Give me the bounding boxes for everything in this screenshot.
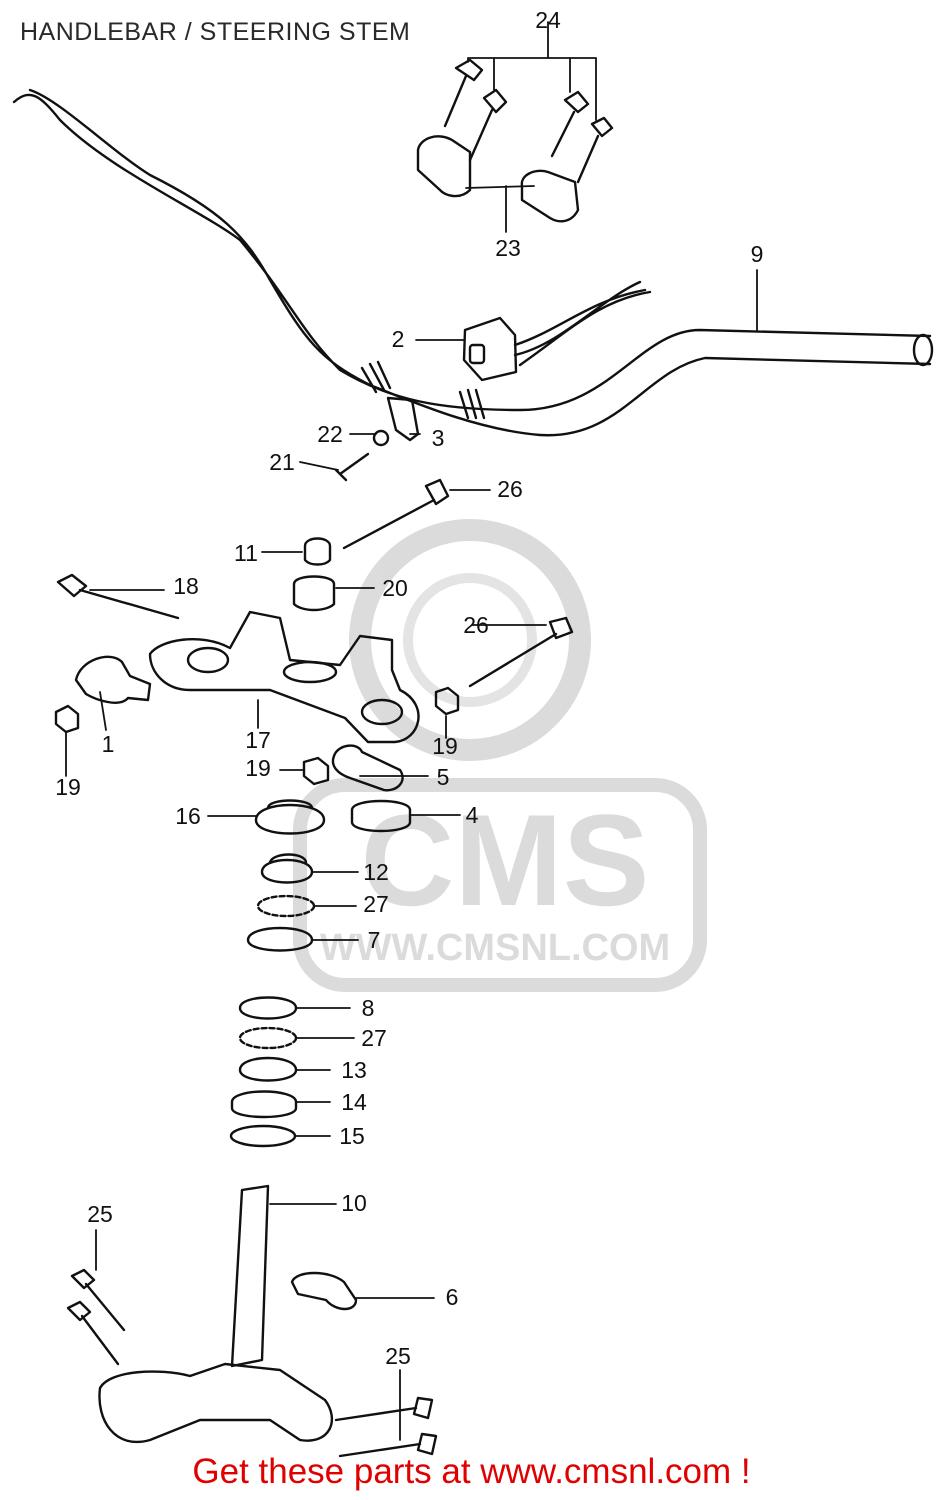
cable-bracket — [386, 396, 420, 442]
stopper-plate — [331, 744, 404, 792]
nut — [434, 686, 460, 716]
pinch-bolt — [70, 1268, 126, 1332]
holder-bolt — [443, 58, 484, 128]
stem-bolt-upper — [342, 478, 450, 550]
handlebar-clamp-band — [360, 360, 392, 394]
callout-25-left: 25 — [87, 1201, 113, 1227]
callout-9: 9 — [751, 241, 764, 267]
callout-21: 21 — [269, 449, 295, 475]
watermark: CMS WWW.CMSNL.COM — [293, 519, 707, 992]
holder-bolt — [576, 116, 614, 184]
steel-balls-27-lower — [238, 1026, 298, 1050]
top-bridge-hole — [282, 660, 338, 684]
callout-13: 13 — [341, 1057, 367, 1083]
nut — [54, 704, 80, 734]
top-bridge-hole — [360, 698, 404, 726]
callout-17: 17 — [245, 727, 271, 753]
callout-24: 24 — [535, 7, 561, 33]
pinch-bolt — [66, 1300, 120, 1366]
callout-4: 4 — [466, 802, 479, 828]
callout-12: 12 — [363, 859, 389, 885]
handlebar — [12, 88, 932, 437]
stem-bolt-right — [468, 616, 574, 688]
holder-bolt — [550, 90, 590, 158]
upper-holder-left — [416, 135, 472, 198]
callout-6: 6 — [446, 1284, 459, 1310]
dust-seal-16 — [254, 799, 326, 835]
callout-27-upper: 27 — [363, 891, 389, 917]
callout-16: 16 — [175, 803, 201, 829]
long-bolt — [56, 573, 180, 620]
nut — [302, 756, 330, 786]
cap-nut — [303, 537, 332, 566]
pinch-bolt — [338, 1432, 438, 1458]
handlebar-end — [912, 333, 934, 367]
pinch-bolt — [334, 1396, 434, 1422]
leader-lines — [65, 21, 758, 1441]
steering-lock — [290, 1271, 358, 1311]
bottom-bridge — [98, 1362, 334, 1443]
callout-10: 10 — [341, 1190, 367, 1216]
callout-14: 14 — [341, 1089, 367, 1115]
handlebar-clamp-band — [458, 388, 486, 420]
callout-7: 7 — [368, 927, 381, 953]
page-title: HANDLEBAR / STEERING STEM — [20, 18, 411, 46]
promo-link[interactable]: Get these parts at www.cmsnl.com ! — [192, 1452, 751, 1491]
callout-27-lower: 27 — [361, 1025, 387, 1051]
race-13 — [238, 1056, 298, 1082]
callout-8: 8 — [362, 995, 375, 1021]
race-8 — [238, 996, 298, 1020]
cable-guide — [74, 655, 152, 704]
washer-15 — [229, 1124, 297, 1148]
collar — [292, 575, 336, 612]
seal-14 — [230, 1090, 298, 1119]
callout-26-upper: 26 — [497, 476, 523, 502]
callout-2: 2 — [392, 326, 405, 352]
callout-18: 18 — [173, 573, 199, 599]
handlebar-switch — [462, 280, 652, 382]
callout-19-center: 19 — [245, 755, 271, 781]
top-bridge — [148, 610, 420, 744]
callout-1: 1 — [102, 731, 115, 757]
callout-19-left: 19 — [55, 774, 81, 800]
callout-25-right: 25 — [385, 1343, 411, 1369]
bracket-nut — [372, 429, 390, 447]
top-bridge-hole — [186, 646, 230, 674]
watermark-url: WWW.CMSNL.COM — [320, 927, 670, 969]
callout-26-right: 26 — [463, 612, 489, 638]
callout-20: 20 — [382, 575, 408, 601]
callout-11: 11 — [234, 540, 258, 566]
callout-3: 3 — [432, 425, 445, 451]
upper-holder-right — [520, 169, 580, 223]
steering-stem — [230, 1184, 270, 1368]
holder-bolt — [468, 88, 508, 162]
callout-23: 23 — [495, 235, 521, 261]
callout-19-right: 19 — [432, 733, 458, 759]
callout-5: 5 — [437, 764, 450, 790]
callout-22: 22 — [317, 421, 343, 447]
bracket-bolt — [334, 452, 370, 482]
watermark-logo: CMS — [361, 787, 650, 933]
race-4 — [350, 799, 412, 833]
callout-15: 15 — [339, 1123, 365, 1149]
